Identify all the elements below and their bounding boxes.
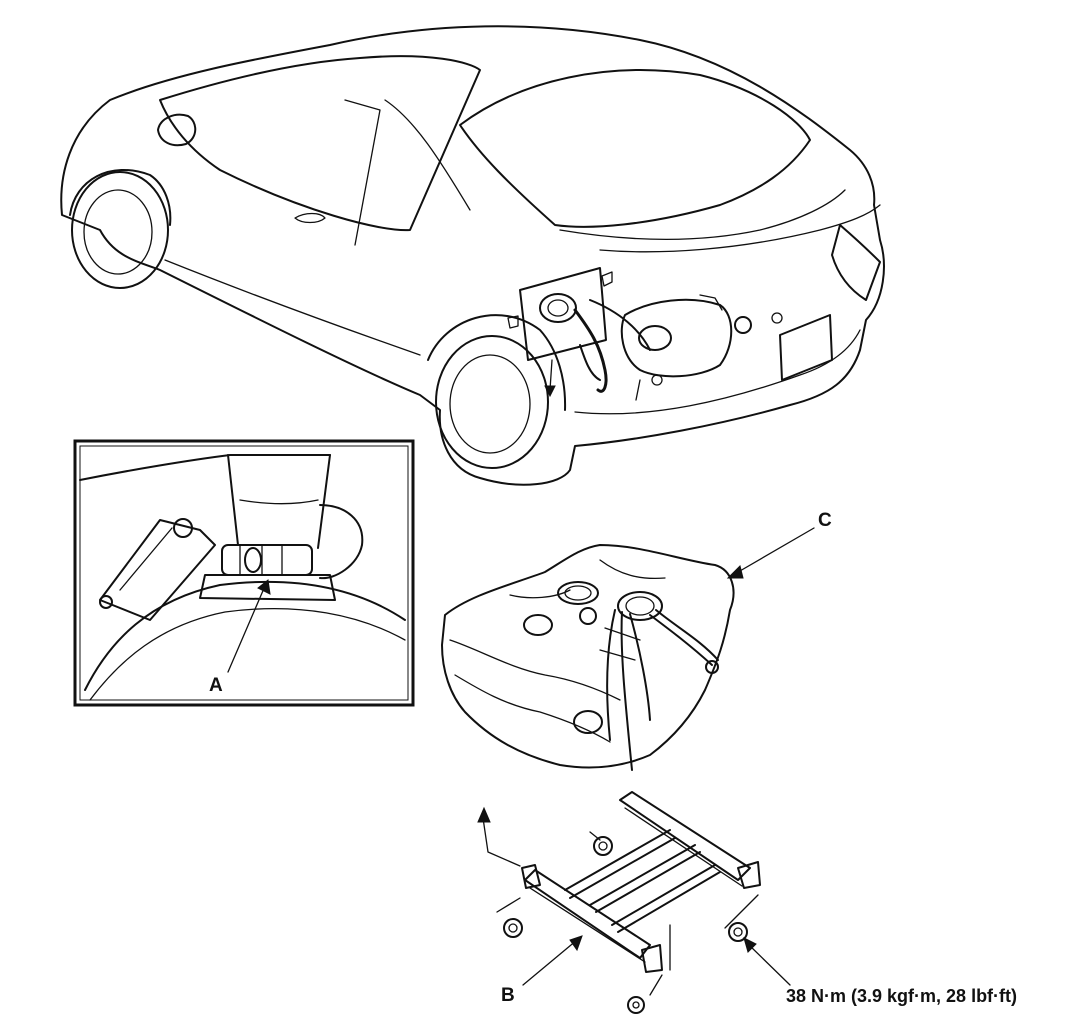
inset-detail-box [73, 439, 415, 707]
car-illustration [60, 25, 885, 486]
fuel-tank-illustration [441, 527, 815, 771]
callout-a-label: A [209, 675, 223, 696]
callout-b-label: B [501, 985, 515, 1006]
callout-c-label: C [818, 510, 832, 531]
torque-spec-label: 38 N·m (3.9 kgf·m, 28 lbf·ft) [786, 986, 1018, 1006]
tank-strap-illustration [477, 791, 791, 1014]
